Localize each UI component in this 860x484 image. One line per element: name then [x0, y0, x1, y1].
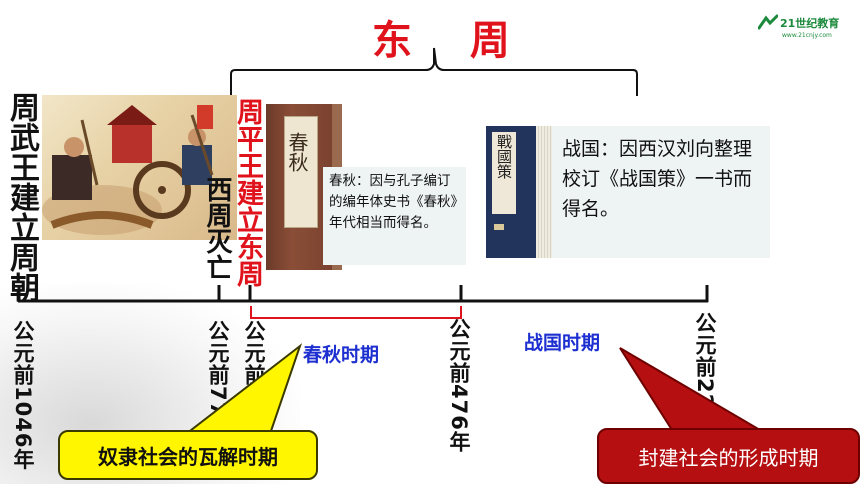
date-771bc: 公元前77: [206, 320, 230, 418]
logo-icon: [758, 14, 778, 30]
chunqiu-cover-text: 春秋: [285, 132, 309, 172]
zhanguo-cover-text: 戰國策: [495, 134, 513, 179]
logo-url: www.21cnjy.com: [782, 32, 832, 39]
chunqiu-book-image: 春秋: [266, 104, 332, 270]
xizhou-event-label: 西周灭亡: [202, 176, 232, 280]
feudal-formation-callout: 封建社会的形成时期: [597, 428, 860, 484]
site-logo: 21世纪教育 www.21cnjy.com: [758, 12, 854, 39]
date-476bc: 公元前476年: [447, 318, 471, 453]
pingwang-event-label: 周平王建立东周: [232, 98, 263, 287]
zhanguo-period-label: 战国时期: [524, 332, 601, 354]
zhanguo-note: 战国：因西汉刘向整理校订《战国策》一书而得名。: [552, 126, 770, 258]
slavery-decline-callout: 奴隶社会的瓦解时期: [58, 430, 318, 480]
date-1046bc: 公元前1046年: [11, 320, 35, 471]
battle-painting: [42, 95, 237, 240]
chunqiu-note: 春秋：因与孔子编订的编年体史书《春秋》年代相当而得名。: [323, 167, 466, 265]
wuwang-event-label: 周武王建立周朝: [4, 92, 39, 302]
chunqiu-period-label: 春秋时期: [303, 344, 380, 366]
logo-text: 21世纪教育: [780, 17, 840, 30]
page-title: 东 周: [372, 17, 532, 64]
zhanguo-book-pages: [536, 126, 554, 258]
east-zhou-brace: [230, 47, 638, 96]
